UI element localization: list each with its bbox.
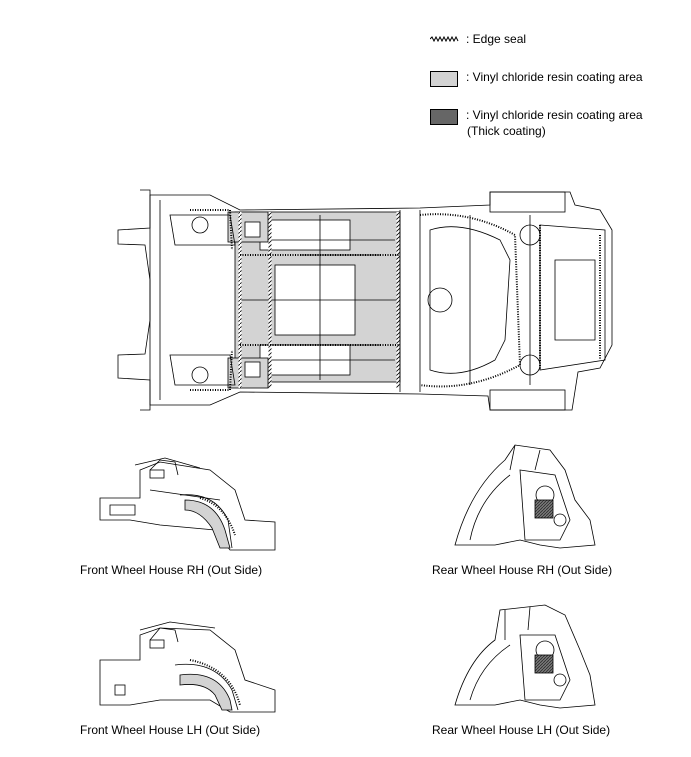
front-wheel-house-lh bbox=[99, 621, 276, 713]
coating-label: : Vinyl chloride resin coating area bbox=[466, 70, 643, 84]
edge-seal-line-center bbox=[238, 212, 400, 388]
caption-front-rh: Front Wheel House RH (Out Side) bbox=[80, 563, 263, 577]
legend-edge-seal: : Edge seal bbox=[430, 30, 690, 50]
underbody-top-view bbox=[117, 189, 613, 411]
caption-rear-lh: Rear Wheel House LH (Out Side) bbox=[432, 723, 611, 737]
edge-seal-label: : Edge seal bbox=[466, 32, 527, 46]
caption-front-lh: Front Wheel House LH (Out Side) bbox=[80, 723, 261, 737]
front-wheel-house-rh bbox=[99, 457, 276, 551]
coating-swatch bbox=[430, 71, 458, 87]
rear-wheel-house-rh bbox=[454, 444, 596, 549]
legend-thick-coating: : Vinyl chloride resin coating area (Thi… bbox=[430, 106, 690, 138]
caption-rear-rh: Rear Wheel House RH (Out Side) bbox=[432, 563, 613, 577]
rear-wheel-house-lh bbox=[454, 604, 596, 709]
thick-coating-zone-rear-rh bbox=[534, 499, 554, 519]
thick-coating-note: (Thick coating) bbox=[467, 124, 546, 138]
edge-seal-swatch bbox=[430, 36, 459, 42]
edge-seal-line-rear bbox=[419, 213, 522, 388]
thick-coating-zone-rear-lh bbox=[534, 654, 554, 674]
legend-coating: : Vinyl chloride resin coating area bbox=[430, 68, 690, 88]
legend: : Edge seal : Vinyl chloride resin coati… bbox=[430, 30, 690, 144]
thick-coating-swatch bbox=[430, 109, 458, 125]
thick-coating-label: : Vinyl chloride resin coating area bbox=[466, 108, 643, 122]
